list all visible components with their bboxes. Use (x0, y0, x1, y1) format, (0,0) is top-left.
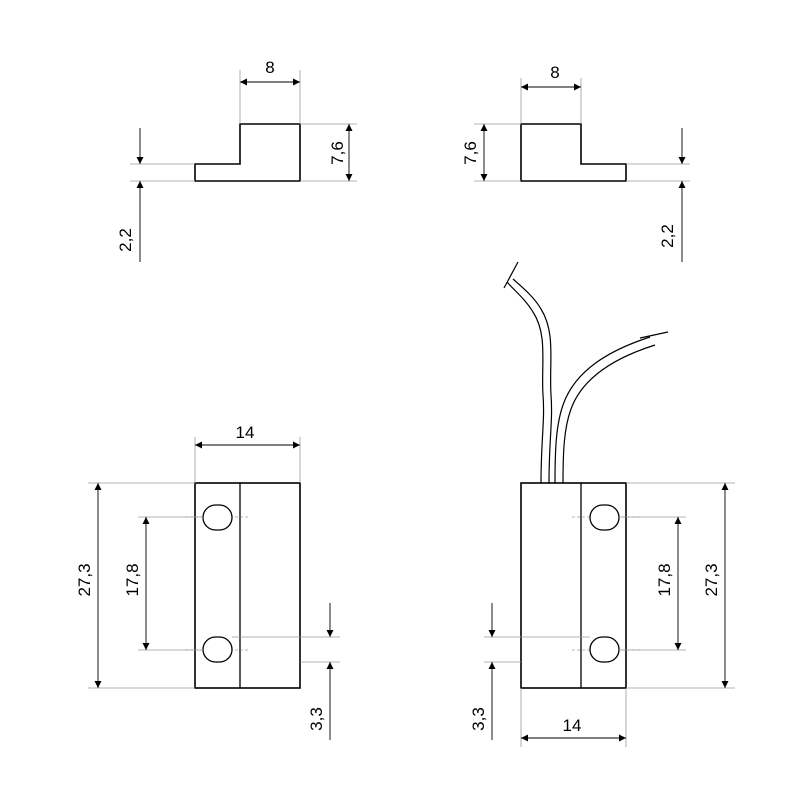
dim-label-hole-offset: 3,3 (307, 707, 326, 731)
dim-label-width: 14 (236, 423, 255, 442)
dim-label-hole-spacing: 17,8 (655, 563, 674, 596)
dim-label-hole-spacing: 17,8 (123, 563, 142, 596)
dim-label-height: 7,6 (461, 141, 480, 165)
dim-label-width: 8 (550, 63, 559, 82)
mounting-hole-bottom (202, 636, 233, 663)
dim-label-width: 14 (563, 716, 582, 735)
dim-label-hole-offset: 3,3 (469, 707, 488, 731)
dim-label-flange: 2,2 (658, 224, 677, 248)
side-view-switch: 8 7,6 2,2 (461, 63, 690, 262)
mounting-hole-top (202, 504, 233, 531)
side-view-magnet: 8 7,6 2,2 (116, 58, 357, 262)
dim-label-height: 7,6 (328, 141, 347, 165)
mounting-hole-top (589, 504, 620, 531)
dim-label-length: 27,3 (702, 563, 721, 596)
wire-cut-mark-left (503, 261, 519, 289)
wire-right-outer (554, 336, 651, 484)
dim-label-length: 27,3 (75, 563, 94, 596)
lead-wires (503, 261, 669, 484)
magnet-side-profile (194, 123, 301, 182)
wire-right-inner (562, 344, 656, 484)
switch-side-profile (520, 123, 627, 182)
mounting-hole-bottom (589, 636, 620, 663)
wire-left-inner (512, 278, 553, 484)
dim-label-width: 8 (265, 58, 274, 77)
wire-left-outer (506, 281, 545, 484)
front-view-switch: 14 27,3 17,8 3,3 (469, 261, 735, 747)
wire-cut-mark-right (639, 331, 669, 339)
front-view-magnet: 14 27,3 17,8 3,3 (75, 423, 340, 740)
dim-label-flange: 2,2 (116, 228, 135, 252)
